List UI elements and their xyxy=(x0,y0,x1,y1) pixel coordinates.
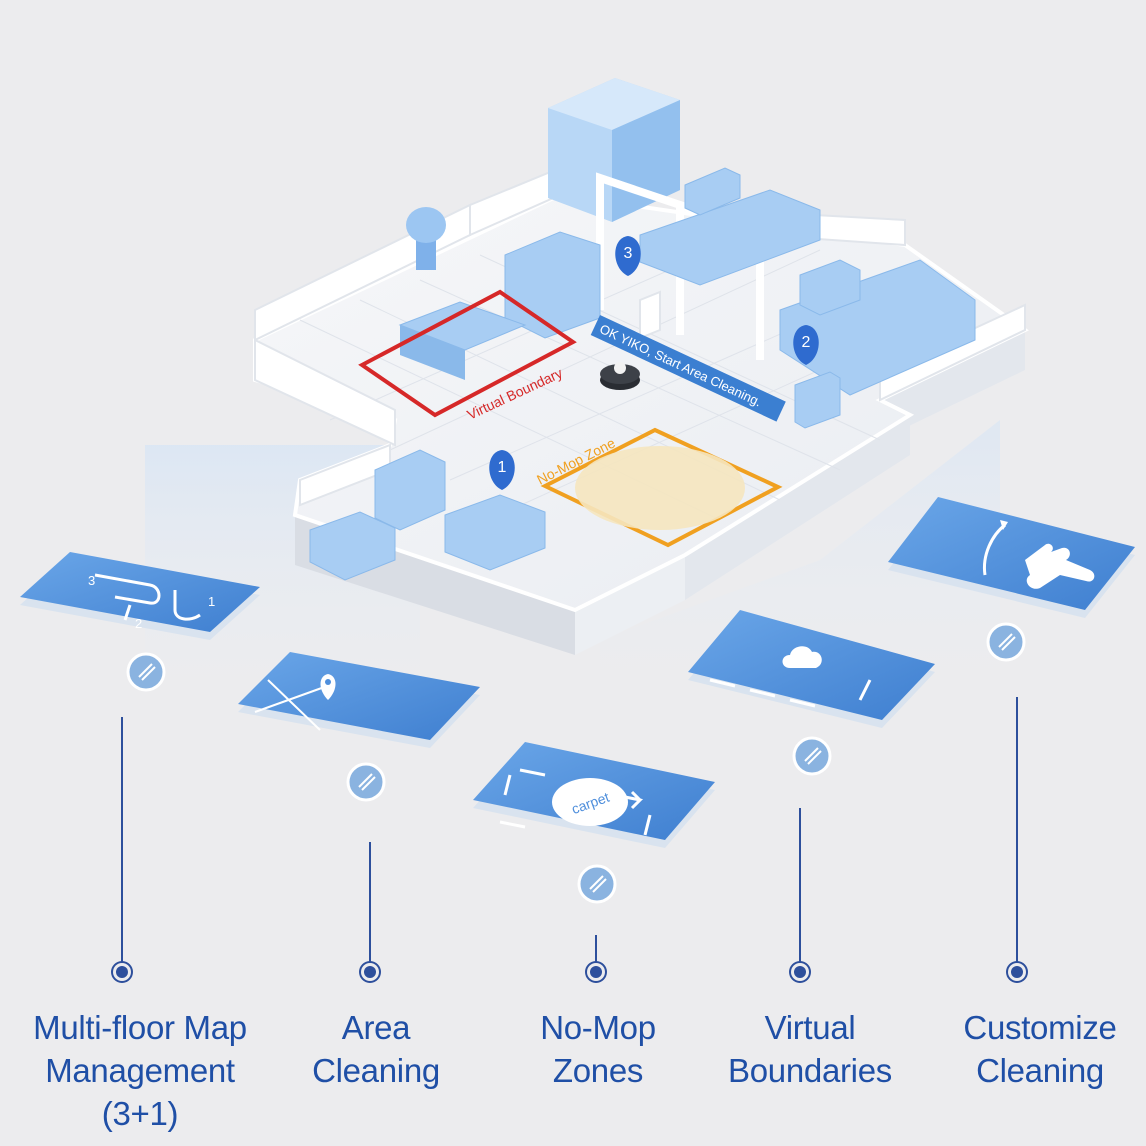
no-mop-zones-tile: carpet xyxy=(473,742,715,848)
plant xyxy=(406,207,446,270)
feature-label-line: Boundaries xyxy=(728,1052,892,1089)
carpet-icon xyxy=(552,778,628,826)
brush-badge-icon xyxy=(792,736,832,776)
area-cleaning-tile xyxy=(238,652,480,748)
wardrobe xyxy=(548,78,680,222)
svg-text:1: 1 xyxy=(498,459,507,476)
customize-cleaning-tile xyxy=(888,497,1135,618)
svg-text:2: 2 xyxy=(802,334,811,351)
brush-badge-icon xyxy=(126,652,166,692)
svg-text:2: 2 xyxy=(135,616,142,631)
carpet-area xyxy=(575,446,745,530)
feature-label-area-cleaning: Area Cleaning xyxy=(290,1006,462,1092)
feature-label-line: Multi-floor Map xyxy=(33,1009,247,1046)
svg-text:3: 3 xyxy=(624,245,633,262)
broom-icon xyxy=(138,663,156,681)
room-pin-3: 3 xyxy=(615,236,641,276)
robot-vacuum xyxy=(600,362,640,390)
furniture xyxy=(309,167,976,581)
broom-icon xyxy=(358,773,376,791)
feature-label-virtual-boundaries: Virtual Boundaries xyxy=(705,1006,915,1092)
cloud-boundary-icon xyxy=(782,646,822,668)
connector-dot xyxy=(794,966,806,978)
dining-table xyxy=(398,301,527,380)
feature-label-line: Zones xyxy=(552,1052,644,1089)
feature-label-line: Management xyxy=(45,1052,235,1089)
light-beam xyxy=(600,420,1000,700)
svg-text:3: 3 xyxy=(88,573,95,588)
room-pin-1: 1 xyxy=(489,450,515,490)
feature-label-customize-cleaning: Customize Cleaning xyxy=(940,1006,1140,1092)
walls xyxy=(254,166,1026,507)
feature-label-line: (3+1) xyxy=(101,1095,179,1132)
broom-icon xyxy=(998,633,1016,651)
feature-label-line: Customize xyxy=(963,1009,1117,1046)
connector-line xyxy=(1016,697,1018,967)
multi-floor-map-icon xyxy=(94,573,201,621)
connector-line xyxy=(595,935,597,967)
broom-icon xyxy=(804,747,822,765)
feature-label-no-mop-zones: No-Mop Zones xyxy=(510,1006,686,1092)
connector-line xyxy=(799,808,801,967)
hand-gesture-icon xyxy=(982,520,1095,589)
connector-dot xyxy=(116,966,128,978)
feature-label-multi-floor-map: Multi-floor Map Management (3+1) xyxy=(10,1006,270,1135)
feature-label-line: Virtual xyxy=(764,1009,856,1046)
slab-side xyxy=(575,555,685,655)
slab-side xyxy=(685,415,910,600)
connector-dot xyxy=(590,966,602,978)
virtual-boundaries-tile xyxy=(688,610,935,728)
broom-icon xyxy=(589,875,607,893)
connector-line xyxy=(121,717,123,967)
connector-dot xyxy=(364,966,376,978)
connector-line xyxy=(369,842,371,967)
brush-badge-icon xyxy=(577,864,617,904)
connector-dot xyxy=(1011,966,1023,978)
feature-label-line: Cleaning xyxy=(312,1052,440,1089)
multi-floor-map-tile: 3 2 1 xyxy=(20,552,260,640)
room-pin-2: 2 xyxy=(793,325,819,365)
brush-badge-icon xyxy=(986,622,1026,662)
svg-text:1: 1 xyxy=(208,594,215,609)
feature-label-line: Area xyxy=(341,1009,411,1046)
area-pin-icon xyxy=(320,674,336,700)
virtual-boundary-zone xyxy=(358,289,577,418)
brush-badge-icon xyxy=(346,762,386,802)
slab-side xyxy=(880,330,1025,440)
feature-label-line: Cleaning xyxy=(976,1052,1104,1089)
feature-label-line: No-Mop xyxy=(540,1009,656,1046)
